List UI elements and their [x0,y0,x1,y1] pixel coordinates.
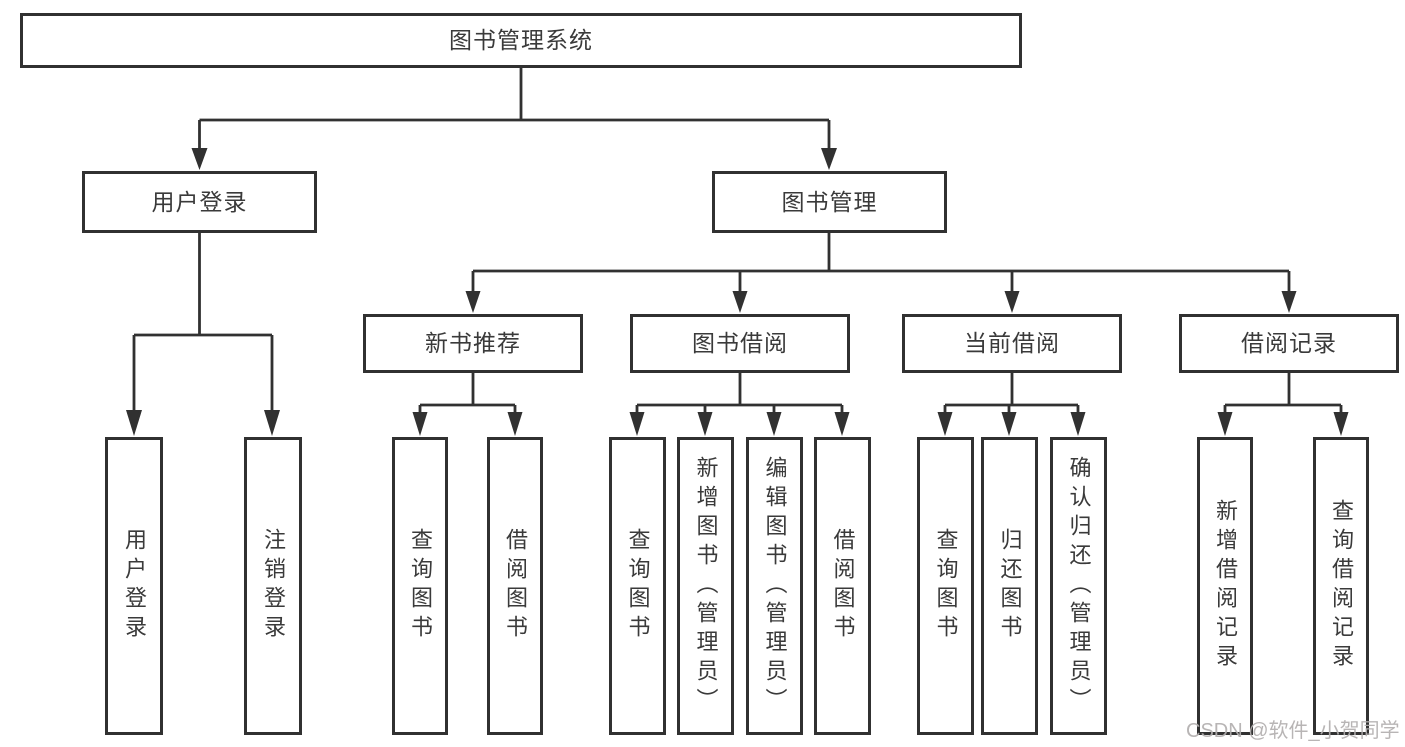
csdn-watermark: CSDN @软件_小贺同学 [1186,720,1400,742]
leaf-edit-book-admin-label: 编辑图书（管理员） [762,455,788,717]
leaf-query-book-3: 查询图书 [917,437,974,735]
leaf-borrow-book-1: 借阅图书 [487,437,543,735]
node-new-book-recommend-label: 新书推荐 [425,330,521,356]
leaf-borrow-book-2: 借阅图书 [814,437,871,735]
leaf-add-borrow-record: 新增借阅记录 [1197,437,1253,735]
leaf-query-book-2-label: 查询图书 [625,528,651,644]
node-borrow-record-label: 借阅记录 [1241,330,1337,356]
node-book-management-label: 图书管理 [781,188,878,215]
leaf-query-book-1: 查询图书 [392,437,448,735]
node-current-borrow-label: 当前借阅 [964,330,1060,356]
node-current-borrow: 当前借阅 [902,314,1122,373]
leaf-user-login: 用户登录 [105,437,163,735]
leaf-query-book-2: 查询图书 [609,437,666,735]
leaf-user-login-label: 用户登录 [122,528,147,644]
leaf-return-book-label: 归还图书 [997,528,1023,644]
leaf-edit-book-admin: 编辑图书（管理员） [746,437,803,735]
node-user-login-label: 用户登录 [151,188,248,215]
node-root: 图书管理系统 [20,13,1022,68]
node-book-management: 图书管理 [712,171,947,233]
leaf-query-book-3-label: 查询图书 [933,528,959,644]
leaf-query-borrow-record: 查询借阅记录 [1313,437,1369,735]
leaf-query-borrow-record-label: 查询借阅记录 [1329,499,1354,673]
leaf-confirm-return-admin-label: 确认归还（管理员） [1066,455,1092,717]
leaf-confirm-return-admin: 确认归还（管理员） [1050,437,1107,735]
leaf-borrow-book-2-label: 借阅图书 [830,528,856,644]
node-borrow-record: 借阅记录 [1179,314,1399,373]
leaf-add-book-admin-label: 新增图书（管理员） [693,455,719,717]
node-new-book-recommend: 新书推荐 [363,314,583,373]
node-root-label: 图书管理系统 [449,27,593,53]
node-user-login: 用户登录 [82,171,317,233]
leaf-query-book-1-label: 查询图书 [408,528,433,644]
node-book-borrow-label: 图书借阅 [692,330,788,356]
node-book-borrow: 图书借阅 [630,314,850,373]
leaf-return-book: 归还图书 [981,437,1038,735]
leaf-add-book-admin: 新增图书（管理员） [677,437,734,735]
leaf-add-borrow-record-label: 新增借阅记录 [1213,499,1238,673]
leaf-borrow-book-1-label: 借阅图书 [503,528,528,644]
leaf-logout: 注销登录 [244,437,302,735]
leaf-logout-label: 注销登录 [261,528,286,644]
